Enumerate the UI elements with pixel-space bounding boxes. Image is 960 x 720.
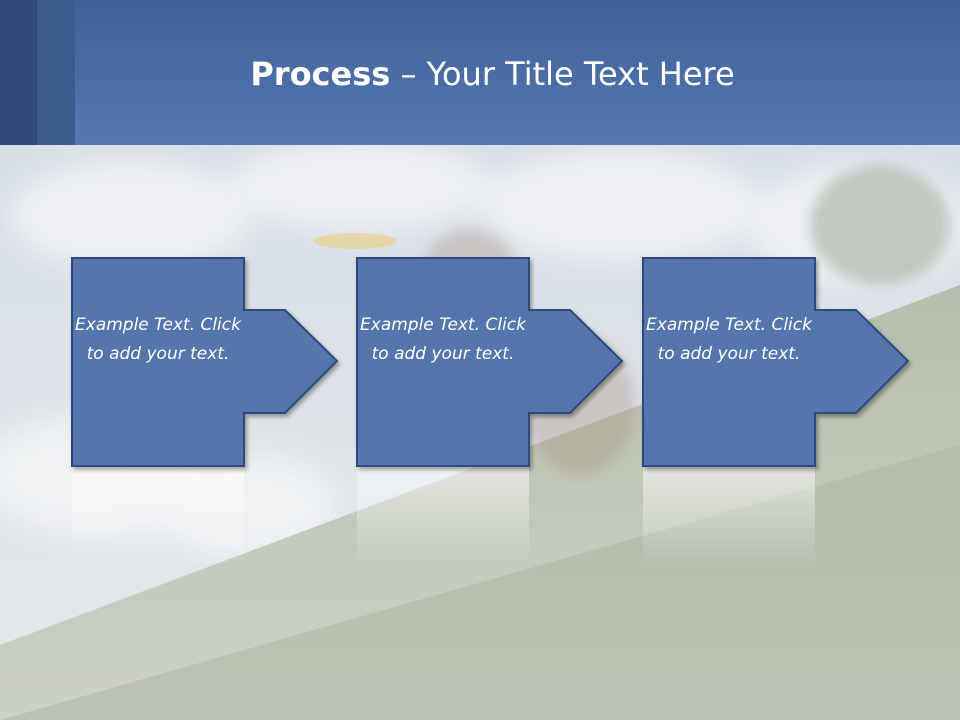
slide-title[interactable]: Process – Your Title Text Here <box>0 52 960 96</box>
step-3-text[interactable]: Example Text. Click to add your text. <box>646 315 812 364</box>
step-3-shape[interactable] <box>642 257 910 467</box>
step-2-reflection <box>357 467 529 567</box>
step-1-reflection <box>72 467 244 567</box>
title-rest: – Your Title Text Here <box>390 55 735 93</box>
step-1-text[interactable]: Example Text. Click to add your text. <box>75 315 241 364</box>
header-accent-strip <box>0 0 37 145</box>
step-3-reflection <box>643 467 815 567</box>
step-2-text[interactable]: Example Text. Click to add your text. <box>360 315 526 364</box>
step-1-shape[interactable] <box>71 257 339 467</box>
header-accent-strip <box>37 0 75 145</box>
title-bar: Process – Your Title Text Here <box>0 0 960 145</box>
step-2-shape[interactable] <box>356 257 624 467</box>
title-bold: Process <box>250 55 391 93</box>
